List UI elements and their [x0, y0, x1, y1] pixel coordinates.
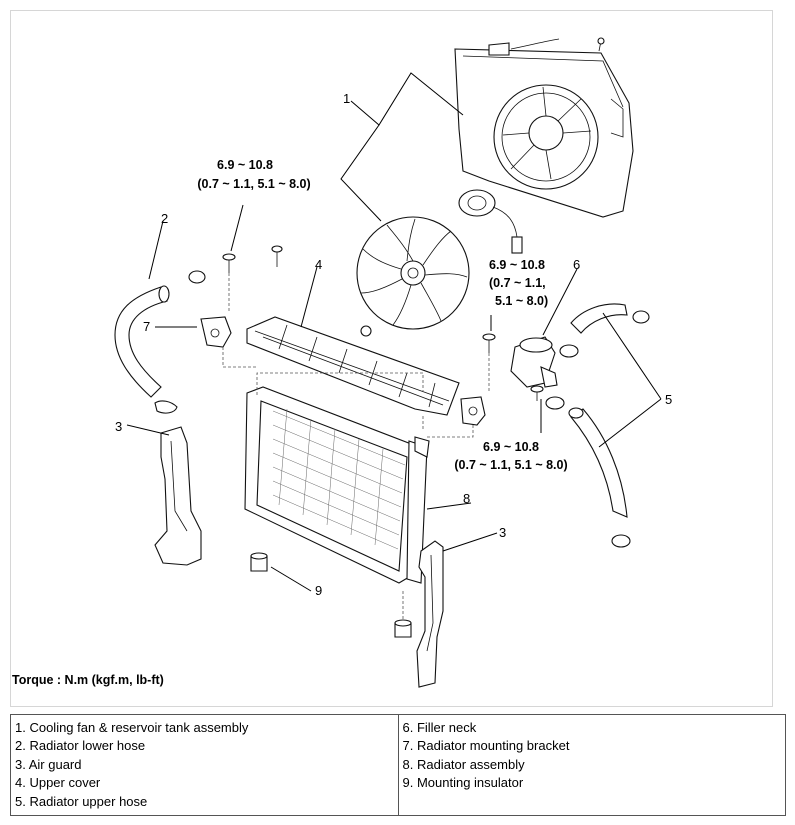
legend-item: 8. Radiator assembly [402, 756, 525, 772]
torque-spec-1-units: (0.7 ~ 1.1, 5.1 ~ 8.0) [197, 177, 310, 191]
legend-item: 4. Upper cover [15, 775, 101, 791]
callout-3-left: 3 [115, 419, 122, 434]
mounting-insulators [250, 552, 412, 638]
callout-9: 9 [315, 583, 322, 598]
legend-item: 1. Cooling fan & reservoir tank assembly [15, 720, 249, 735]
torque-spec-2-units-a: (0.7 ~ 1.1, [489, 276, 546, 290]
callout-3-right: 3 [499, 525, 506, 540]
radiator [244, 372, 430, 584]
callout-7: 7 [143, 319, 150, 334]
callout-1: 1 [343, 91, 350, 106]
fan-shroud [454, 37, 634, 218]
legend-item: 7. Radiator mounting bracket [402, 738, 570, 754]
air-guard-right [416, 540, 444, 688]
legend-item: 6. Filler neck [402, 720, 477, 735]
callout-4: 4 [315, 257, 322, 272]
diagram-frame: 1 2 3 3 4 5 6 7 8 9 6.9 ~ 10.8 (0.7 ~ 1.… [10, 10, 773, 707]
legend-item: 2. Radiator lower hose [15, 738, 146, 754]
torque-spec-3-units: (0.7 ~ 1.1, 5.1 ~ 8.0) [454, 458, 567, 472]
callout-5: 5 [665, 392, 672, 407]
legend-item: 3. Air guard [15, 756, 82, 772]
torque-spec-3-value: 6.9 ~ 10.8 [483, 440, 539, 454]
leader-lines [126, 72, 662, 592]
cooling-fan [356, 216, 470, 337]
mounting-brackets [200, 316, 486, 438]
torque-units-note: Torque : N.m (kgf.m, lb-ft) [12, 673, 164, 687]
exploded-view-diagram: 1 2 3 3 4 5 6 7 8 9 6.9 ~ 10.8 (0.7 ~ 1.… [114, 37, 672, 688]
legend-column-left: 1. Cooling fan & reservoir tank assembly… [11, 715, 398, 815]
torque-spec-1-value: 6.9 ~ 10.8 [217, 158, 273, 172]
callout-8: 8 [463, 491, 470, 506]
hose-clamps [188, 270, 650, 548]
callout-2: 2 [161, 211, 168, 226]
torque-bolts [222, 253, 544, 401]
torque-spec-2-units-b: 5.1 ~ 8.0) [495, 294, 548, 308]
air-guard-left [154, 426, 202, 566]
cover-bolt [271, 245, 283, 267]
upper-cover [246, 316, 460, 416]
legend-column-right: 6. Filler neck 7. Radiator mounting brac… [397, 715, 786, 815]
radiator-upper-hose [568, 303, 628, 518]
legend-item: 9. Mounting insulator [402, 775, 524, 791]
radiator-lower-hose [114, 285, 178, 414]
torque-spec-2-value: 6.9 ~ 10.8 [489, 258, 545, 272]
parts-legend: 1. Cooling fan & reservoir tank assembly… [10, 714, 786, 816]
legend-item: 5. Radiator upper hose [15, 793, 148, 809]
filler-neck [510, 336, 558, 388]
fan-motor [458, 189, 523, 254]
callout-6: 6 [573, 257, 580, 272]
